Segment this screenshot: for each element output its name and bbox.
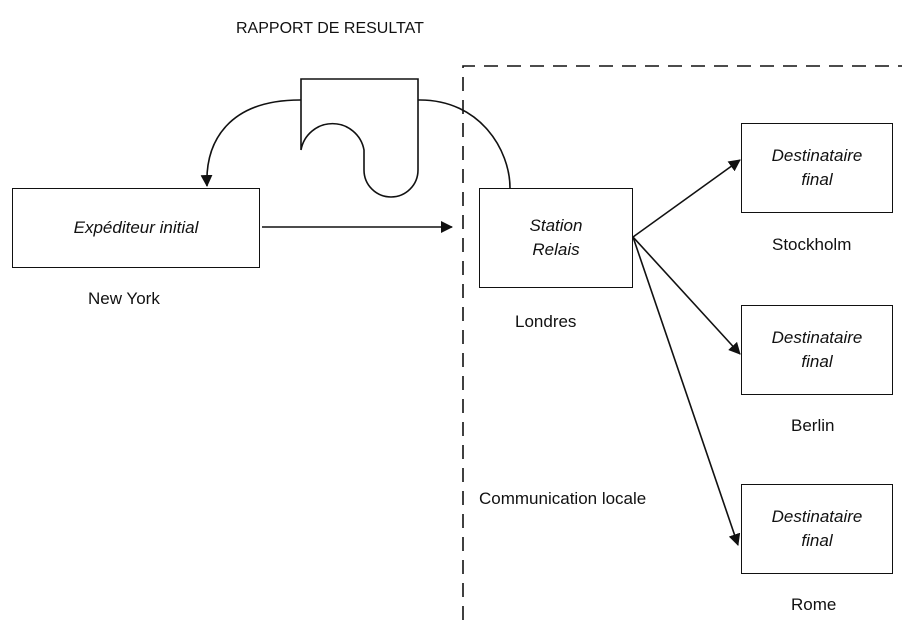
sender-city: New York — [88, 289, 160, 308]
sender-box: Expéditeur initial — [12, 188, 260, 268]
destination-box-rome: Destinataire final — [741, 484, 893, 574]
destination-label-line2: final — [801, 352, 833, 371]
destination-city-berlin: Berlin — [791, 416, 835, 435]
relay-box: Station Relais — [479, 188, 633, 288]
relay-city: Londres — [515, 312, 577, 331]
destination-city-rome: Rome — [791, 595, 837, 614]
sender-label: Expéditeur initial — [73, 218, 199, 237]
relay-to-rome-arrow — [632, 236, 741, 546]
destination-label-line1: Destinataire — [771, 328, 863, 347]
destination-label-line2: final — [801, 170, 833, 189]
local-zone-label: Communication locale — [479, 489, 647, 508]
destination-label-line1: Destinataire — [771, 146, 863, 165]
relay-label-line1: Station — [529, 216, 583, 235]
destination-city-stockholm: Stockholm — [772, 235, 852, 254]
local-zone-boundary — [462, 65, 902, 620]
destination-label-line2: final — [801, 531, 833, 550]
destination-box-berlin: Destinataire final — [741, 305, 893, 395]
destination-label-line1: Destinataire — [771, 507, 863, 526]
destination-box-stockholm: Destinataire final — [741, 123, 893, 213]
relay-to-berlin-arrow — [632, 236, 741, 355]
relay-label-line2: Relais — [532, 240, 580, 259]
diagram-title: RAPPORT DE RESULTAT — [236, 20, 424, 37]
relay-to-stockholm-arrow — [632, 159, 741, 238]
report-document-icon — [300, 78, 419, 198]
